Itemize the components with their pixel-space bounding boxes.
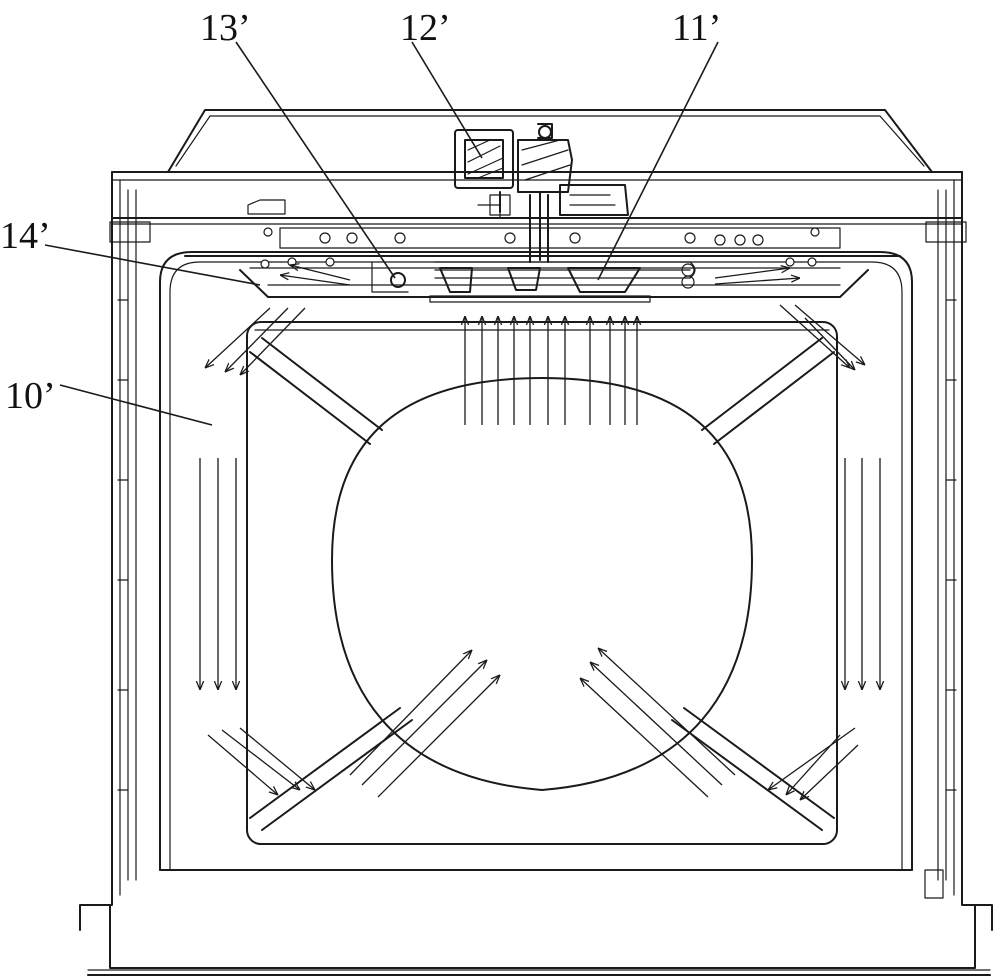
leader-lines <box>45 42 718 425</box>
label-11: 11’ <box>672 7 721 49</box>
oven-outer-frame <box>80 172 992 975</box>
leader-12 <box>412 42 482 158</box>
leader-13 <box>236 42 395 278</box>
label-13: 13’ <box>200 7 251 49</box>
fan-blade <box>508 268 540 290</box>
airflow-arrows <box>200 265 880 800</box>
label-14: 14’ <box>0 215 51 257</box>
label-10: 10’ <box>5 375 56 417</box>
fan-blade <box>440 268 472 292</box>
back-wall-struts <box>250 338 834 830</box>
oven-cavity <box>160 252 912 870</box>
motor-assembly <box>455 124 628 262</box>
part-labels: 13’ 12’ 11’ 14’ 10’ <box>0 7 721 417</box>
label-12: 12’ <box>400 7 451 49</box>
fan-blade <box>568 268 640 292</box>
leader-11 <box>598 42 718 280</box>
airflow-arrow-icon-group-center <box>465 316 637 425</box>
temperature-sensor <box>372 262 408 292</box>
